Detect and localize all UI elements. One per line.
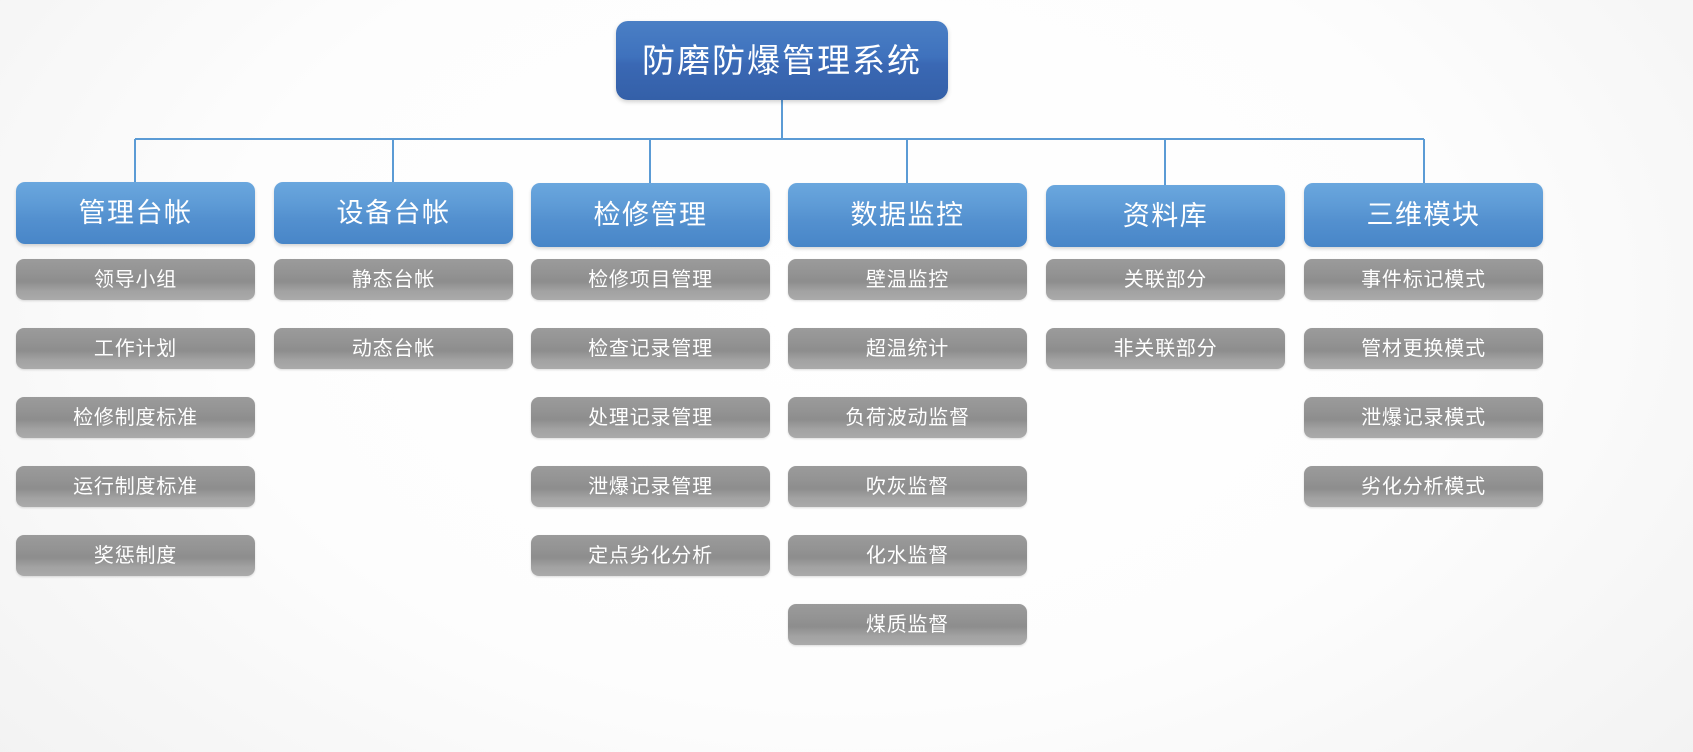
- branch-column-2: 设备台帐 静态台帐 动态台帐: [274, 182, 513, 369]
- branch-header-2[interactable]: 设备台帐: [274, 182, 513, 244]
- branch-header-5[interactable]: 资料库: [1046, 185, 1285, 247]
- leaf-node[interactable]: 壁温监控: [788, 259, 1027, 300]
- leaf-node-label: 非关联部分: [1113, 337, 1218, 360]
- branch-children-3: 检修项目管理 检查记录管理 处理记录管理 泄爆记录管理 定点劣化分析: [531, 259, 770, 576]
- leaf-node-label: 泄爆记录模式: [1361, 406, 1486, 429]
- leaf-node-label: 负荷波动监督: [845, 406, 970, 429]
- root-node-label: 防磨防爆管理系统: [642, 42, 922, 79]
- branch-header-3[interactable]: 检修管理: [531, 183, 770, 247]
- leaf-node[interactable]: 化水监督: [788, 535, 1027, 576]
- leaf-node[interactable]: 泄爆记录模式: [1304, 397, 1543, 438]
- leaf-node-label: 泄爆记录管理: [588, 475, 713, 498]
- leaf-node[interactable]: 检修项目管理: [531, 259, 770, 300]
- leaf-node[interactable]: 检查记录管理: [531, 328, 770, 369]
- leaf-node-label: 定点劣化分析: [588, 544, 713, 567]
- leaf-node[interactable]: 静态台帐: [274, 259, 513, 300]
- branch-header-label: 数据监控: [850, 199, 965, 230]
- branch-header-6[interactable]: 三维模块: [1304, 183, 1543, 247]
- branch-children-4: 壁温监控 超温统计 负荷波动监督 吹灰监督 化水监督 煤质监督: [788, 259, 1027, 645]
- leaf-node[interactable]: 吹灰监督: [788, 466, 1027, 507]
- leaf-node-label: 运行制度标准: [73, 475, 198, 498]
- branch-header-4[interactable]: 数据监控: [788, 183, 1027, 247]
- branch-header-label: 三维模块: [1366, 199, 1481, 230]
- leaf-node[interactable]: 负荷波动监督: [788, 397, 1027, 438]
- branch-children-6: 事件标记模式 管材更换模式 泄爆记录模式 劣化分析模式: [1304, 259, 1543, 507]
- branch-children-1: 领导小组 工作计划 检修制度标准 运行制度标准 奖惩制度: [16, 259, 255, 576]
- leaf-node[interactable]: 关联部分: [1046, 259, 1285, 300]
- branch-column-4: 数据监控 壁温监控 超温统计 负荷波动监督 吹灰监督 化水监督 煤质监督: [788, 183, 1027, 645]
- leaf-node-label: 检修制度标准: [73, 406, 198, 429]
- branch-children-5: 关联部分 非关联部分: [1046, 259, 1285, 369]
- root-node[interactable]: 防磨防爆管理系统: [616, 21, 948, 100]
- leaf-node-label: 工作计划: [93, 337, 178, 360]
- leaf-node-label: 动态台帐: [351, 337, 436, 360]
- leaf-node[interactable]: 超温统计: [788, 328, 1027, 369]
- leaf-node[interactable]: 运行制度标准: [16, 466, 255, 507]
- branch-header-label: 检修管理: [593, 199, 708, 230]
- leaf-node-label: 静态台帐: [351, 268, 436, 291]
- branch-header-label: 管理台帐: [78, 197, 193, 228]
- branch-column-6: 三维模块 事件标记模式 管材更换模式 泄爆记录模式 劣化分析模式: [1304, 183, 1543, 507]
- leaf-node-label: 检修项目管理: [588, 268, 713, 291]
- leaf-node-label: 化水监督: [865, 544, 950, 567]
- leaf-node[interactable]: 定点劣化分析: [531, 535, 770, 576]
- leaf-node-label: 检查记录管理: [588, 337, 713, 360]
- leaf-node[interactable]: 奖惩制度: [16, 535, 255, 576]
- leaf-node-label: 管材更换模式: [1361, 337, 1486, 360]
- branch-column-1: 管理台帐 领导小组 工作计划 检修制度标准 运行制度标准 奖惩制度: [16, 182, 255, 576]
- branch-header-label: 设备台帐: [336, 197, 451, 228]
- leaf-node[interactable]: 处理记录管理: [531, 397, 770, 438]
- branch-header-1[interactable]: 管理台帐: [16, 182, 255, 244]
- leaf-node[interactable]: 领导小组: [16, 259, 255, 300]
- leaf-node-label: 煤质监督: [865, 613, 950, 636]
- leaf-node[interactable]: 事件标记模式: [1304, 259, 1543, 300]
- branch-column-3: 检修管理 检修项目管理 检查记录管理 处理记录管理 泄爆记录管理 定点劣化分析: [531, 183, 770, 576]
- leaf-node-label: 壁温监控: [865, 268, 950, 291]
- leaf-node-label: 领导小组: [93, 268, 178, 291]
- leaf-node-label: 处理记录管理: [588, 406, 713, 429]
- leaf-node[interactable]: 动态台帐: [274, 328, 513, 369]
- leaf-node-label: 劣化分析模式: [1361, 475, 1486, 498]
- branch-column-5: 资料库 关联部分 非关联部分: [1046, 185, 1285, 369]
- leaf-node[interactable]: 煤质监督: [788, 604, 1027, 645]
- leaf-node-label: 奖惩制度: [93, 544, 178, 567]
- leaf-node[interactable]: 检修制度标准: [16, 397, 255, 438]
- leaf-node[interactable]: 工作计划: [16, 328, 255, 369]
- leaf-node-label: 超温统计: [865, 337, 950, 360]
- leaf-node[interactable]: 泄爆记录管理: [531, 466, 770, 507]
- leaf-node[interactable]: 管材更换模式: [1304, 328, 1543, 369]
- branch-children-2: 静态台帐 动态台帐: [274, 259, 513, 369]
- branch-header-label: 资料库: [1122, 200, 1209, 231]
- leaf-node[interactable]: 非关联部分: [1046, 328, 1285, 369]
- leaf-node[interactable]: 劣化分析模式: [1304, 466, 1543, 507]
- leaf-node-label: 吹灰监督: [865, 475, 950, 498]
- leaf-node-label: 事件标记模式: [1361, 268, 1486, 291]
- leaf-node-label: 关联部分: [1123, 268, 1208, 291]
